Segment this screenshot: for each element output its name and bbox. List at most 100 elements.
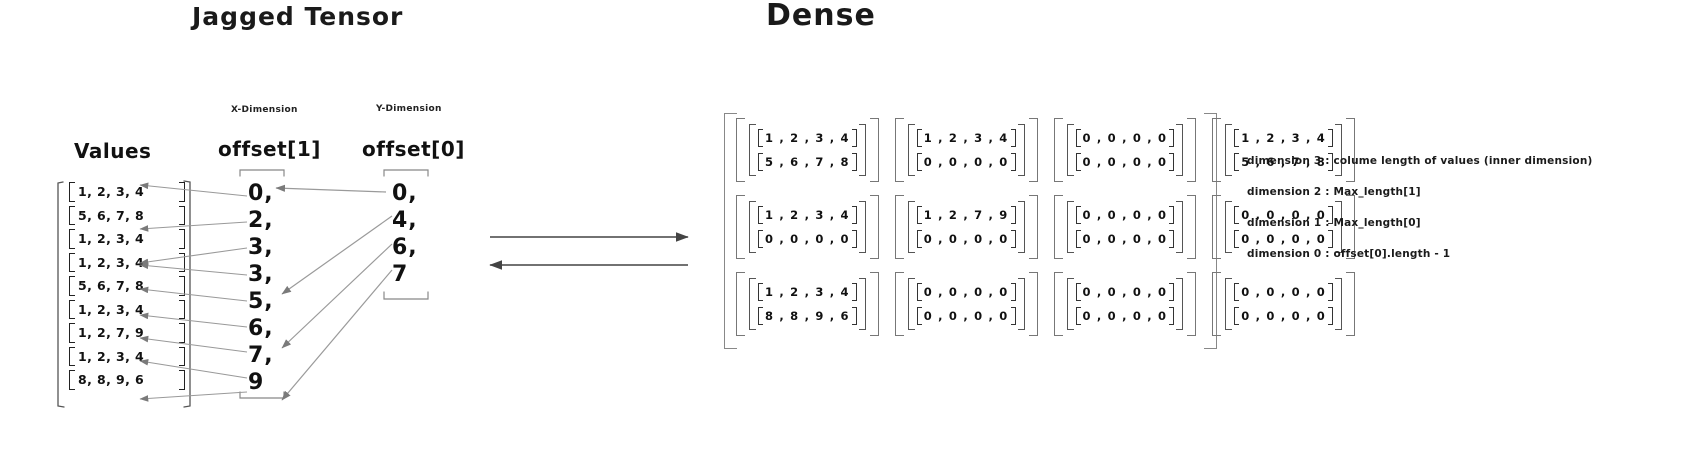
dense-vector-text: 0 , 0 , 0 , 0 xyxy=(923,232,1009,246)
dense-vector-text: 0 , 0 , 0 , 0 xyxy=(1241,285,1326,299)
dense-matrix: 0 , 0 , 0 , 0 0 , 0 , 0 , 0 xyxy=(1066,278,1184,330)
dense-vector-text: 0 , 0 , 0 , 0 xyxy=(1082,285,1168,299)
dense-vector-text: 1 , 2 , 3 , 4 xyxy=(1241,131,1326,145)
values-row: 1, 2, 3, 4 xyxy=(68,180,186,204)
bracket-left-icon xyxy=(69,229,75,249)
dense-vector: 1 , 2 , 3 , 4 xyxy=(758,280,857,304)
values-list: 1, 2, 3, 4 5, 6, 7, 8 1, 2, 3, 4 1, 2, 3, 4… xyxy=(68,180,186,392)
values-row: 1, 2, 3, 4 xyxy=(68,251,186,275)
dense-outer-bracket-left xyxy=(724,113,737,349)
bracket-right-icon xyxy=(179,252,185,272)
page-title-dense: Dense xyxy=(766,0,876,33)
dense-vector-text: 0 , 0 , 0 , 0 xyxy=(1241,309,1326,323)
dense-vector: 1 , 2 , 3 , 4 xyxy=(1234,126,1333,150)
bracket-left-icon xyxy=(69,205,75,225)
bracket-right-icon xyxy=(1169,230,1175,248)
bracket-left-icon xyxy=(1212,272,1222,336)
bracket-right-icon xyxy=(1328,206,1333,224)
bracket-right-icon xyxy=(179,346,185,366)
bracket-right-icon xyxy=(1176,201,1184,253)
dense-vector: 0 , 0 , 0 , 0 xyxy=(1234,304,1333,328)
bracket-right-icon xyxy=(179,276,185,296)
dense-vector: 5 , 6 , 7 , 8 xyxy=(758,150,857,174)
x-dimension-label: X-Dimension xyxy=(231,105,298,115)
values-row-text: 8, 8, 9, 6 xyxy=(78,372,145,387)
dense-matrix: 0 , 0 , 0 , 0 0 , 0 , 0 , 0 xyxy=(1225,201,1342,253)
values-row: 8, 8, 9, 6 xyxy=(68,368,186,392)
bracket-right-icon xyxy=(1017,201,1025,253)
bracket-right-icon xyxy=(1328,283,1333,301)
bracket-right-icon xyxy=(1187,272,1197,336)
dense-vector: 0 , 0 , 0 , 0 xyxy=(1075,227,1175,251)
values-column-caption: Values xyxy=(74,139,152,163)
bracket-left-icon xyxy=(749,124,756,176)
bracket-right-icon xyxy=(869,195,879,259)
bracket-left-icon xyxy=(1212,195,1222,259)
bracket-left-icon xyxy=(1234,283,1240,301)
dense-vector: 0 , 0 , 0 , 0 xyxy=(916,304,1016,328)
bracket-right-icon xyxy=(1346,195,1355,259)
dense-vector-text: 0 , 0 , 0 , 0 xyxy=(1082,232,1168,246)
bracket-right-icon xyxy=(179,299,185,319)
offset1-value: 3, xyxy=(248,235,274,260)
bracket-left-icon xyxy=(1075,307,1081,325)
bracket-right-icon xyxy=(1010,307,1016,325)
bracket-right-icon xyxy=(1169,153,1175,171)
bracket-right-icon xyxy=(1328,153,1333,171)
dimension-annotation: dimension 1 : Max_length[0] xyxy=(1247,217,1421,229)
offset0-bottom-brace xyxy=(383,291,429,300)
bracket-right-icon xyxy=(1017,278,1025,330)
offset1-value: 0, xyxy=(248,181,274,206)
bracket-left-icon xyxy=(916,307,922,325)
bracket-right-icon xyxy=(851,230,857,248)
dense-vector-text: 0 , 0 , 0 , 0 xyxy=(765,232,850,246)
bracket-left-icon xyxy=(749,201,756,253)
bracket-left-icon xyxy=(1225,201,1233,253)
dense-vector: 0 , 0 , 0 , 0 xyxy=(1234,203,1333,227)
bracket-right-icon xyxy=(179,205,185,225)
bracket-right-icon xyxy=(1187,118,1197,182)
dense-vector-text: 1 , 2 , 3 , 4 xyxy=(923,131,1009,145)
bracket-left-icon xyxy=(916,206,922,224)
dense-vector-text: 0 , 0 , 0 , 0 xyxy=(1241,232,1326,246)
bracket-right-icon xyxy=(1335,124,1342,176)
dense-vector: 0 , 0 , 0 , 0 xyxy=(1075,304,1175,328)
bracket-right-icon xyxy=(1176,278,1184,330)
bracket-right-icon xyxy=(1335,278,1342,330)
offset0-value: 6, xyxy=(392,235,418,260)
bracket-right-icon xyxy=(851,129,857,147)
bracket-right-icon xyxy=(179,323,185,343)
offset1-value: 9 xyxy=(248,370,265,395)
bracket-left-icon xyxy=(69,370,75,390)
bracket-left-icon xyxy=(907,124,915,176)
dense-cell: 0 , 0 , 0 , 0 0 , 0 , 0 , 0 xyxy=(1212,272,1355,336)
y-dimension-label: Y-Dimension xyxy=(376,104,442,114)
values-outer-bracket-left xyxy=(57,181,65,408)
bracket-right-icon xyxy=(1017,124,1025,176)
bracket-right-icon xyxy=(1169,283,1175,301)
dense-vector: 0 , 0 , 0 , 0 xyxy=(1075,150,1175,174)
offset1-column-caption: offset[1] xyxy=(218,137,321,161)
offset0-top-brace xyxy=(383,169,429,177)
bracket-left-icon xyxy=(1212,118,1222,182)
bracket-left-icon xyxy=(736,118,745,182)
values-row-text: 5, 6, 7, 8 xyxy=(78,207,145,223)
bracket-left-icon xyxy=(1075,129,1081,147)
values-row: 1, 2, 3, 4 xyxy=(68,298,186,322)
dense-vector: 1 , 2 , 7 , 9 xyxy=(916,203,1016,227)
dimension-annotation: dimension 3 : colume length of values (i… xyxy=(1247,155,1593,167)
dense-vector: 0 , 0 , 0 , 0 xyxy=(916,280,1016,304)
bracket-left-icon xyxy=(1075,283,1081,301)
